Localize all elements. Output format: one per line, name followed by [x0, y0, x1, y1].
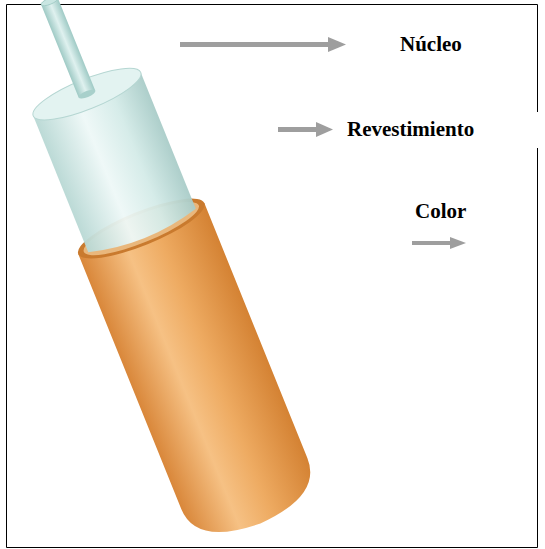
- frame-right: [537, 5, 538, 113]
- optical-fiber: [0, 0, 323, 549]
- pointer-arrows: [180, 37, 466, 249]
- frame-right: [537, 148, 538, 548]
- arrow-head: [316, 122, 333, 137]
- frame-left: [6, 5, 7, 548]
- core-tip: [40, 0, 59, 8]
- frame-bottom: [7, 547, 538, 548]
- core: [41, 0, 95, 97]
- part-label: Núcleo: [400, 33, 462, 56]
- part-label: Revestimiento: [347, 118, 474, 141]
- arrow-head: [450, 237, 466, 249]
- core-base: [77, 88, 96, 100]
- pointer-arrow: [278, 127, 318, 132]
- cladding-top: [28, 58, 147, 129]
- arrow-head: [328, 37, 346, 52]
- pointer-arrow: [180, 42, 330, 47]
- frame-top: [7, 4, 538, 5]
- part-label: Color: [415, 200, 466, 223]
- pointer-arrow: [412, 241, 452, 245]
